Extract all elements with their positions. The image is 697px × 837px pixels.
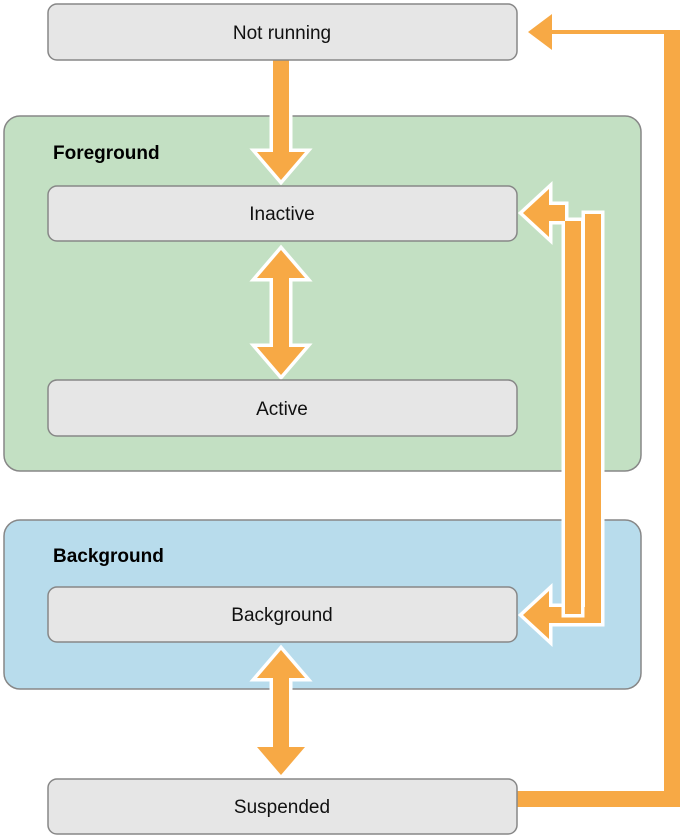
state-background[interactable]: Background [47, 586, 518, 643]
transition-not-running-to-inactive [249, 54, 313, 186]
arrow-inactive-active [257, 250, 305, 375]
foreground-group-label: Foreground [53, 143, 160, 164]
state-active-box[interactable] [47, 379, 518, 437]
state-suspended[interactable]: Suspended [47, 778, 518, 835]
state-not-running-label: Not running [233, 23, 331, 44]
state-not-running-box[interactable] [47, 3, 518, 61]
transition-inactive-active [249, 244, 313, 381]
state-active-label: Active [256, 399, 308, 420]
state-suspended-label: Suspended [234, 797, 330, 818]
state-inactive-box[interactable] [47, 185, 518, 242]
transition-background-suspended [249, 644, 313, 781]
state-inactive[interactable]: Inactive [47, 185, 518, 242]
background-group-label: Background [53, 546, 164, 567]
arrow-background-suspended [257, 650, 305, 775]
state-active[interactable]: Active [47, 379, 518, 437]
arrow-background-to-inactive [523, 189, 581, 614]
state-background-label: Background [231, 605, 332, 626]
arrow-inactive-to-background [523, 214, 601, 639]
state-not-running[interactable]: Not running [47, 3, 518, 61]
transition-background-to-inactive [517, 181, 585, 618]
transition-inactive-to-background [517, 210, 605, 647]
state-inactive-label: Inactive [249, 204, 314, 225]
arrow-not-running-to-inactive [257, 58, 305, 180]
state-suspended-box[interactable] [47, 778, 518, 835]
state-background-box[interactable] [47, 586, 518, 643]
